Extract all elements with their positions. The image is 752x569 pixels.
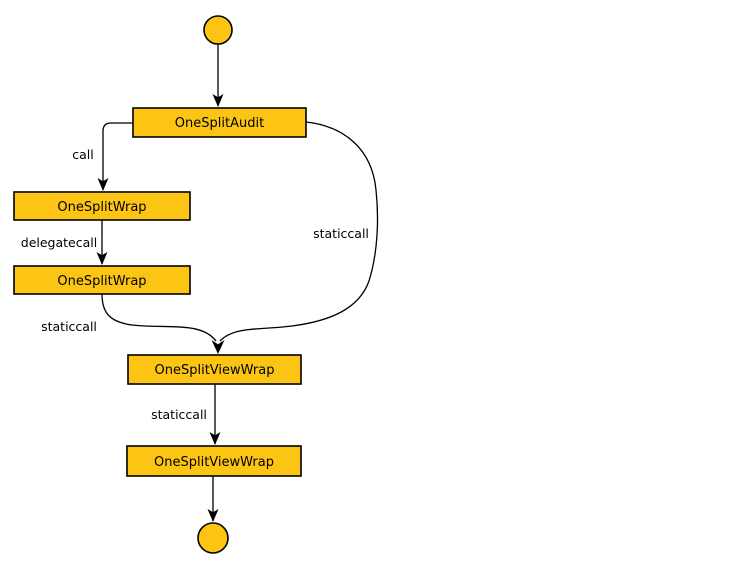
edge-label-call: call [72,147,93,162]
node-one-split-audit-label: OneSplitAudit [175,116,264,131]
node-one-split-view-wrap-2-box [126,445,302,477]
edge-label-delegatecall: delegatecall [21,235,97,250]
node-one-split-view-wrap-1-box [127,354,302,385]
node-one-split-view-wrap-1-label: OneSplitViewWrap [155,363,275,378]
node-one-split-wrap-2-label: OneSplitWrap [57,274,146,289]
end-node [197,522,229,554]
start-node [203,15,233,45]
converging-arrowhead-icon [211,340,225,354]
node-one-split-view-wrap-2: OneSplitViewWrap [126,445,302,477]
node-one-split-wrap-2-box [13,265,191,295]
node-one-split-view-wrap-1: OneSplitViewWrap [127,354,302,385]
node-one-split-view-wrap-2-label: OneSplitViewWrap [154,455,274,470]
node-one-split-audit: OneSplitAudit [132,107,307,138]
node-one-split-audit-box [132,107,307,138]
edge-audit-to-viewwrap1 [219,121,379,342]
edge-label-staticcall-right: staticcall [313,226,369,241]
edge-audit-to-wrap1 [97,122,133,191]
edge-label-staticcall-mid: staticcall [151,407,207,422]
node-one-split-wrap-1-box [13,191,191,221]
edge-label-staticcall-left: staticcall [41,319,97,334]
edge-wrap2-to-viewwrap1 [101,293,217,342]
node-one-split-wrap-1-label: OneSplitWrap [57,200,146,215]
node-one-split-wrap-2: OneSplitWrap [13,265,191,295]
node-one-split-wrap-1: OneSplitWrap [13,191,191,221]
